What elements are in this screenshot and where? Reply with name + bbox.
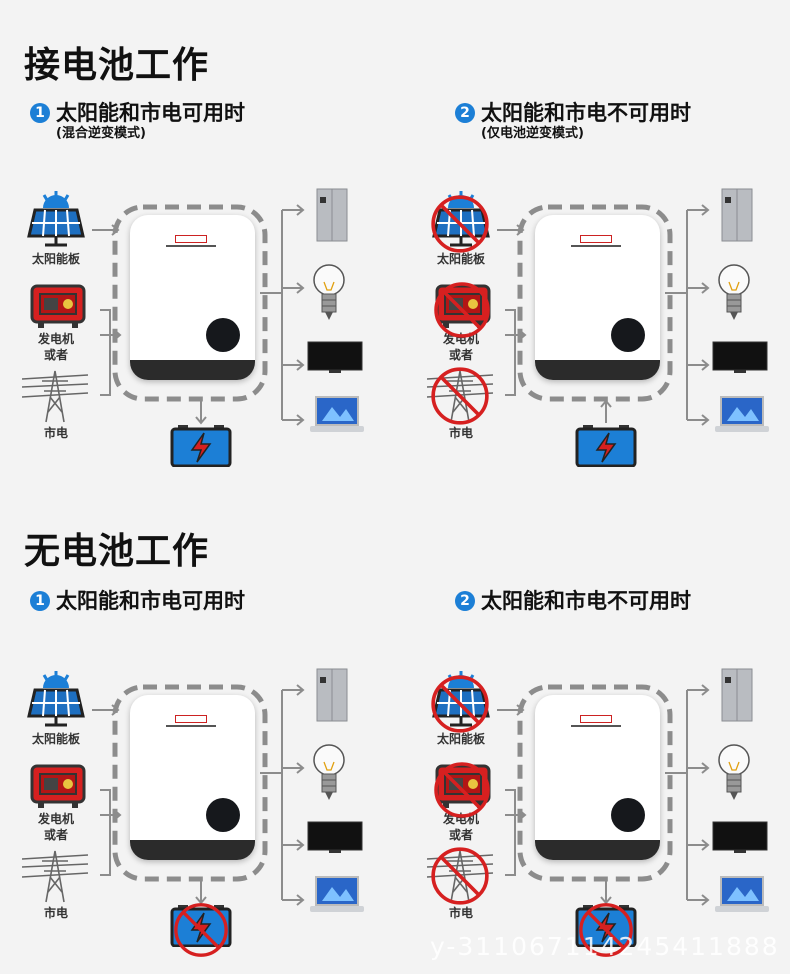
grid-label: 市电 <box>448 426 473 440</box>
panel-3-heading: 1 太阳能和市电可用时 <box>30 588 245 614</box>
step-number-badge: 2 <box>455 591 475 611</box>
light-bulb-icon <box>717 260 751 326</box>
inverter-screen-icon <box>206 318 240 352</box>
battery-arrow <box>195 881 207 905</box>
inverter-logo-icon <box>580 715 612 723</box>
tv-icon <box>712 341 768 379</box>
inverter-icon <box>130 215 255 380</box>
grid-label: 市电 <box>43 906 68 920</box>
inverter-logo-icon <box>175 235 207 243</box>
generator-icon <box>433 760 493 814</box>
inverter-base-icon <box>130 360 255 380</box>
panel-4-heading: 2 太阳能和市电不可用时 <box>455 588 691 614</box>
tv-icon <box>307 341 363 379</box>
laptop-icon <box>715 875 769 919</box>
forbidden-grid-icon <box>429 845 491 911</box>
laptop-icon <box>310 395 364 439</box>
forbidden-generator-icon <box>432 280 492 344</box>
generator-or-label: 或者 <box>448 828 473 842</box>
power-tower-icon <box>21 367 89 427</box>
laptop-icon <box>715 395 769 439</box>
refrigerator-icon <box>315 187 349 247</box>
diagram-battery-only: 太阳能板 发电机 或者 市电 <box>425 185 775 468</box>
forbidden-battery-icon <box>577 901 635 963</box>
tv-icon <box>307 821 363 859</box>
panel-1-note: (混合逆变模式) <box>56 126 146 141</box>
inverter-screen-icon <box>206 798 240 832</box>
inverter-icon <box>130 695 255 860</box>
watermark-text: y-311067114245411888 <box>430 932 780 961</box>
section-title-no-battery: 无电池工作 <box>24 531 210 572</box>
grid-label: 市电 <box>448 906 473 920</box>
step-number-badge: 1 <box>30 591 50 611</box>
panel-1-title: 太阳能和市电可用时 <box>56 101 245 125</box>
panel-2-heading: 2 太阳能和市电不可用时 (仅电池逆变模式) <box>455 100 691 142</box>
battery-icon <box>575 905 637 951</box>
diagram-hybrid-no-battery: 太阳能板 发电机 或者 市电 <box>20 665 370 957</box>
step-number-badge: 2 <box>455 103 475 123</box>
generator-icon <box>28 280 88 334</box>
generator-label: 发电机 <box>37 332 74 346</box>
battery-arrow <box>600 881 612 905</box>
generator-or-label: 或者 <box>448 348 473 362</box>
connection-lines <box>497 684 710 906</box>
solar-panel-label: 太阳能板 <box>436 252 485 266</box>
battery-icon <box>170 905 232 951</box>
inverter-screen-icon <box>611 798 645 832</box>
inverter-base-icon <box>535 840 660 860</box>
power-tower-icon <box>21 847 89 907</box>
step-number-badge: 1 <box>30 103 50 123</box>
inverter-base-icon <box>535 360 660 380</box>
inverter-icon <box>535 215 660 380</box>
inverter-base-icon <box>130 840 255 860</box>
light-bulb-icon <box>312 260 346 326</box>
panel-2-note: (仅电池逆变模式) <box>481 126 584 141</box>
diagram-no-power: 太阳能板 发电机 或者 市电 <box>425 665 775 957</box>
inverter-screen-icon <box>611 318 645 352</box>
forbidden-grid-icon <box>429 365 491 431</box>
generator-or-label: 或者 <box>43 828 68 842</box>
battery-icon <box>170 425 232 471</box>
solar-panel-label: 太阳能板 <box>436 732 485 746</box>
solar-panel-icon <box>25 670 87 732</box>
solar-panel-label: 太阳能板 <box>31 252 80 266</box>
forbidden-solar-icon <box>429 673 491 739</box>
connection-lines <box>497 204 710 426</box>
solar-panel-icon <box>25 190 87 252</box>
panel-4-title: 太阳能和市电不可用时 <box>481 589 691 613</box>
panel-3-title: 太阳能和市电可用时 <box>56 589 245 613</box>
inverter-logo-icon <box>175 715 207 723</box>
panel-1-heading: 1 太阳能和市电可用时 (混合逆变模式) <box>30 100 245 142</box>
refrigerator-icon <box>315 667 349 727</box>
battery-arrow <box>600 399 612 423</box>
panel-2-title: 太阳能和市电不可用时 <box>481 101 691 125</box>
forbidden-generator-icon <box>432 760 492 824</box>
diagram-hybrid-with-battery: 太阳能板 发电机 或者 市电 <box>20 185 370 468</box>
section-title-with-battery: 接电池工作 <box>24 45 210 86</box>
solar-panel-label: 太阳能板 <box>31 732 80 746</box>
light-bulb-icon <box>717 740 751 806</box>
inverter-logo-icon <box>580 235 612 243</box>
forbidden-battery-icon <box>172 901 230 963</box>
light-bulb-icon <box>312 740 346 806</box>
generator-icon <box>28 760 88 814</box>
generator-or-label: 或者 <box>43 348 68 362</box>
refrigerator-icon <box>720 667 754 727</box>
connection-lines <box>92 204 305 426</box>
inverter-icon <box>535 695 660 860</box>
grid-label: 市电 <box>43 426 68 440</box>
laptop-icon <box>310 875 364 919</box>
tv-icon <box>712 821 768 859</box>
battery-arrow <box>195 401 207 425</box>
connection-lines <box>92 684 305 906</box>
battery-icon <box>575 425 637 471</box>
generator-label: 发电机 <box>37 812 74 826</box>
refrigerator-icon <box>720 187 754 247</box>
forbidden-solar-icon <box>429 193 491 259</box>
